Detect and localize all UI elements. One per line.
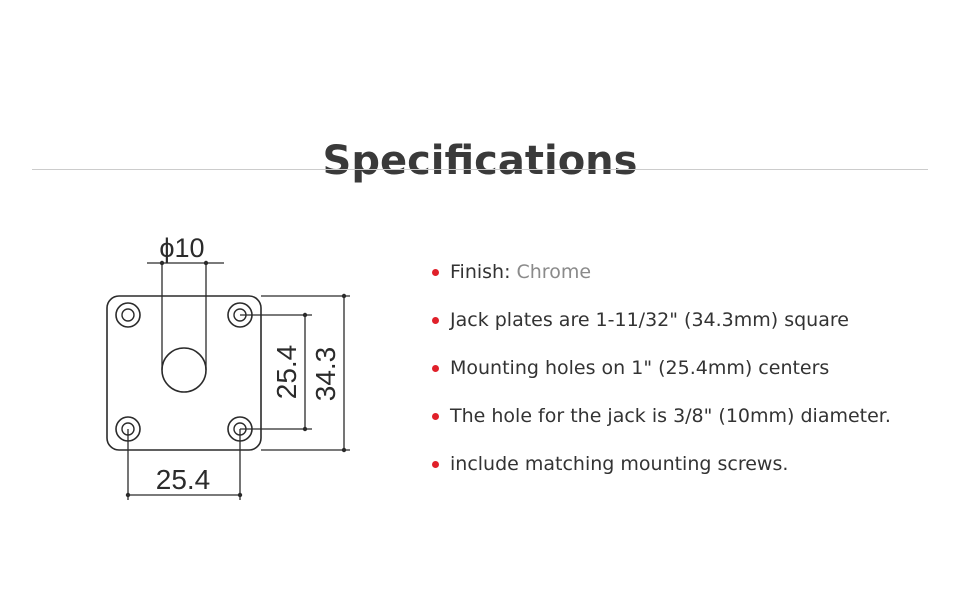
title-divider [32,169,928,170]
spec-item-finish: Finish: Chrome [432,248,932,296]
bullet-icon [432,460,439,468]
spec-item-hole-centers: Mounting holes on 1" (25.4mm) centers [432,344,932,392]
plate-height-dimension [261,295,350,451]
spec-label: Mounting holes on 1" (25.4mm) centers [450,357,830,379]
hole-diameter-label: ϕ10 [159,233,204,263]
bullet-icon [432,412,439,420]
spec-item-screws: include matching mounting screws. [432,440,932,488]
bullet-icon [432,268,439,276]
hole-spacing-vertical-label: 25.4 [271,345,302,400]
bullet-icon [432,316,439,324]
spec-label: Jack plates are 1-11/32" (34.3mm) square [450,309,849,331]
spec-value: Chrome [516,261,592,283]
spec-label: include matching mounting screws. [450,453,789,475]
jack-plate-diagram: ϕ10 25.4 34.3 25.4 [90,222,370,512]
spec-label: The hole for the jack is 3/8" (10mm) dia… [450,405,891,427]
jack-hole [161,347,207,393]
plate-height-label: 34.3 [310,347,341,402]
spec-label: Finish: [450,261,511,283]
hole-diameter-dimension [147,262,224,370]
page-title: Specifications [322,137,638,184]
spec-item-jack-hole: The hole for the jack is 3/8" (10mm) dia… [432,392,932,440]
hole-spacing-horizontal-dimension [127,429,241,500]
plate-outline [106,295,262,451]
spec-item-plate-size: Jack plates are 1-11/32" (34.3mm) square [432,296,932,344]
hole-spacing-vertical-dimension [240,314,312,430]
mounting-hole-top-left [115,302,141,328]
bullet-icon [432,364,439,372]
spec-list: Finish: Chrome Jack plates are 1-11/32" … [432,248,932,488]
hole-spacing-horizontal-label: 25.4 [156,464,211,495]
